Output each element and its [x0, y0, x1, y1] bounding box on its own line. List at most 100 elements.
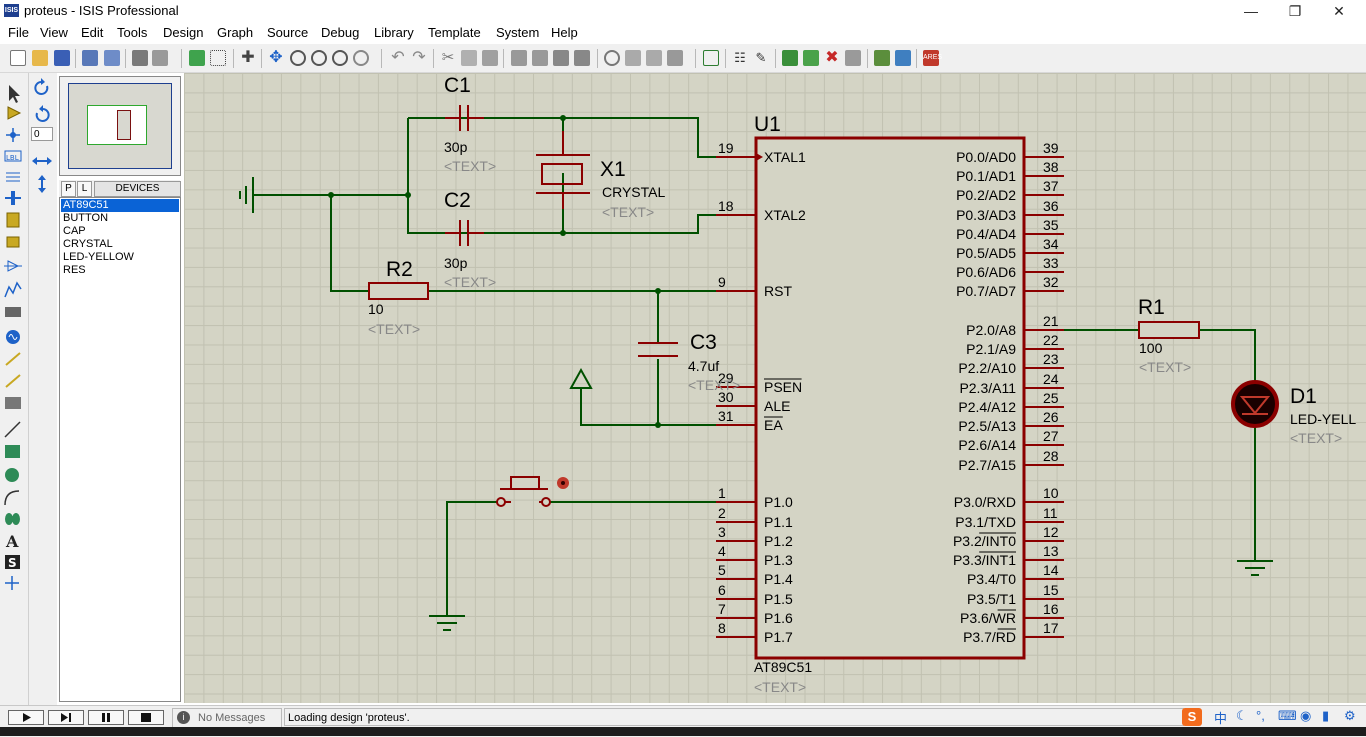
device-item-res[interactable]: RES — [63, 264, 86, 276]
origin-icon[interactable]: ✚ — [241, 49, 255, 66]
decompose-icon[interactable] — [667, 50, 683, 66]
resistor-r1[interactable] — [1138, 321, 1200, 339]
mirror-x-icon[interactable] — [32, 157, 52, 165]
block-delete-icon[interactable] — [574, 50, 590, 66]
graph-mode-icon[interactable] — [4, 281, 22, 298]
wire-label-mode-icon[interactable]: LBL — [4, 150, 22, 162]
voltage-probe-mode-icon[interactable] — [5, 352, 21, 366]
menu-debug[interactable]: Debug — [321, 25, 360, 40]
menu-design[interactable]: Design — [163, 25, 204, 40]
virtual-instrument-mode-icon[interactable] — [5, 397, 21, 409]
print-icon[interactable] — [132, 50, 148, 66]
moon-icon[interactable]: ☾ — [1236, 708, 1248, 723]
tab-pick[interactable]: P — [61, 181, 76, 197]
pause-button[interactable] — [88, 710, 124, 725]
menu-graph[interactable]: Graph — [217, 25, 254, 40]
block-copy-icon[interactable] — [511, 50, 527, 66]
ime-logo-icon[interactable]: S — [1182, 708, 1202, 726]
redo-icon[interactable]: ↷ — [412, 49, 426, 66]
overview-canvas[interactable] — [68, 83, 172, 169]
make-device-icon[interactable] — [625, 50, 641, 66]
cut-icon[interactable]: ✂ — [441, 49, 455, 66]
shirt-icon[interactable]: ▮ — [1322, 708, 1330, 723]
device-item-led-yellow[interactable]: LED-YELLOW — [63, 251, 134, 263]
text-tool-icon[interactable]: A — [5, 532, 19, 551]
save-icon[interactable] — [54, 50, 70, 66]
device-pins-mode-icon[interactable] — [4, 260, 22, 272]
paste-icon[interactable] — [482, 50, 498, 66]
zoom-all-icon[interactable] — [332, 50, 348, 66]
text-script-mode-icon[interactable] — [6, 172, 20, 182]
new-sheet-icon[interactable] — [782, 50, 798, 66]
step-button[interactable] — [48, 710, 84, 725]
block-move-icon[interactable] — [532, 50, 548, 66]
resistor-r2[interactable] — [368, 282, 429, 300]
menu-tools[interactable]: Tools — [117, 25, 148, 40]
generator-mode-icon[interactable] — [6, 330, 20, 344]
capacitor-c2[interactable] — [445, 220, 484, 246]
minimize-button[interactable]: — — [1244, 3, 1258, 19]
punctuation-icon[interactable]: °, — [1256, 708, 1265, 723]
bill-of-materials-icon[interactable] — [874, 50, 890, 66]
subcircuit-mode-icon[interactable] — [6, 212, 20, 228]
stop-button[interactable] — [128, 710, 164, 725]
zoom-area-icon[interactable] — [353, 50, 369, 66]
ime-language[interactable]: 中 — [1214, 711, 1228, 726]
box-tool-icon[interactable] — [5, 445, 20, 458]
menu-edit[interactable]: Edit — [81, 25, 104, 40]
menu-template[interactable]: Template — [428, 25, 481, 40]
pan-icon[interactable]: ✥ — [269, 49, 283, 66]
menu-system[interactable]: System — [496, 25, 540, 40]
property-assign-icon[interactable]: ✎ — [755, 50, 767, 65]
circle-tool-icon[interactable] — [5, 468, 19, 482]
mirror-y-icon[interactable] — [38, 175, 46, 193]
menu-view[interactable]: View — [40, 25, 68, 40]
packaging-tool-icon[interactable] — [646, 50, 662, 66]
arc-tool-icon[interactable] — [4, 490, 20, 506]
buses-mode-icon[interactable] — [5, 191, 21, 205]
close-button[interactable]: ✕ — [1333, 3, 1345, 19]
rotate-anticlockwise-icon[interactable] — [35, 105, 50, 122]
device-item-crystal[interactable]: CRYSTAL — [63, 238, 113, 250]
capacitor-c1[interactable] — [445, 105, 484, 131]
electrical-rule-check-icon[interactable] — [895, 50, 911, 66]
menu-help[interactable]: Help — [551, 25, 578, 40]
open-folder-icon[interactable] — [32, 50, 48, 66]
device-item-at89c51[interactable]: AT89C51 — [61, 199, 179, 212]
device-item-cap[interactable]: CAP — [63, 225, 86, 237]
rotation-angle-input[interactable]: 0 — [31, 127, 53, 141]
undo-icon[interactable]: ↶ — [391, 49, 405, 66]
push-button[interactable] — [496, 476, 569, 507]
copy-icon[interactable] — [461, 50, 477, 66]
line-tool-icon[interactable] — [4, 421, 21, 438]
chip-u1-body[interactable] — [754, 136, 1026, 660]
menu-source[interactable]: Source — [267, 25, 309, 40]
play-button[interactable] — [8, 710, 44, 725]
tab-library[interactable]: L — [77, 181, 92, 197]
ares-netlist-icon[interactable]: ARES — [923, 50, 942, 66]
terminals-mode-icon[interactable] — [6, 236, 20, 248]
device-list[interactable]: AT89C51 BUTTON CAP CRYSTAL LED-YELLOW RE… — [59, 197, 181, 702]
pick-device-icon[interactable] — [604, 50, 620, 66]
maximize-button[interactable]: ❐ — [1288, 3, 1302, 19]
menu-file[interactable]: File — [8, 25, 29, 40]
capacitor-c3[interactable] — [638, 342, 678, 357]
menu-library[interactable]: Library — [374, 25, 414, 40]
refresh-icon[interactable] — [189, 50, 205, 66]
tools-icon[interactable]: ⚙ — [1344, 708, 1356, 723]
add-sheet-icon[interactable] — [803, 50, 819, 66]
zoom-out-icon[interactable] — [311, 50, 327, 66]
crystal-x1[interactable] — [536, 131, 590, 209]
device-item-button[interactable]: BUTTON — [63, 212, 109, 224]
tape-recorder-mode-icon[interactable] — [5, 307, 21, 317]
skin-icon[interactable]: ◉ — [1300, 708, 1312, 723]
symbol-tool-icon[interactable]: S — [5, 555, 20, 570]
path-tool-icon[interactable] — [5, 513, 20, 525]
overview-window[interactable] — [59, 76, 181, 176]
grid-toggle-icon[interactable] — [210, 50, 226, 66]
message-area[interactable]: i No Messages — [172, 708, 282, 728]
current-probe-mode-icon[interactable] — [5, 374, 21, 388]
led-d1[interactable] — [1231, 380, 1279, 428]
print-area-icon[interactable] — [152, 50, 168, 66]
